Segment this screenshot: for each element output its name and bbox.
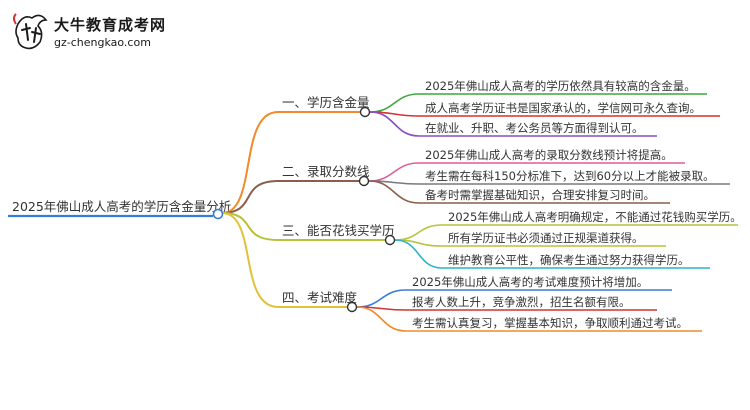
branch-label[interactable]: 三、能否花钱买学历 <box>282 223 395 238</box>
leaf-label[interactable]: 备考时需掌握基础知识，合理安排复习时间。 <box>425 188 655 202</box>
leaf-label[interactable]: 2025年佛山成人高考的考试难度预计将增加。 <box>412 275 648 289</box>
leaf-label[interactable]: 2025年佛山成人高考的学历依然具有较高的含金量。 <box>425 79 696 93</box>
logo-url: gz-chengkao.com <box>54 36 151 49</box>
leaf-connector <box>356 306 702 332</box>
leaf-label[interactable]: 报考人数上升，竞争激烈，招生名额有限。 <box>412 295 631 309</box>
logo-title: 大牛教育成考网 <box>54 16 167 34</box>
site-logo[interactable]: 大牛教育成考网 gz-chengkao.com <box>10 8 260 58</box>
branch-node[interactable] <box>384 234 396 246</box>
branch-connector <box>221 180 359 214</box>
branch-node[interactable] <box>358 175 370 187</box>
branch-label[interactable]: 一、学历含金量 <box>282 95 370 110</box>
leaf-label[interactable]: 维护教育公平性，确保考生通过努力获得学历。 <box>448 253 690 267</box>
branch-node[interactable] <box>359 106 371 118</box>
leaf-label[interactable]: 在就业、升职、考公务员等方面得到认可。 <box>425 121 644 135</box>
bull-logo-icon <box>13 13 48 50</box>
branch-connector <box>221 212 347 308</box>
root-label: 2025年佛山成人高考的学历含金量分析 <box>12 199 231 214</box>
branch-connector <box>221 111 360 214</box>
leaf-connector <box>369 111 657 137</box>
root-node[interactable] <box>212 208 224 220</box>
leaf-connector <box>394 239 710 269</box>
branch-label[interactable]: 四、考试难度 <box>282 290 358 305</box>
leaf-label[interactable]: 所有学历证书必须通过正规渠道获得。 <box>448 231 644 245</box>
branch-node[interactable] <box>346 301 358 313</box>
leaf-label[interactable]: 2025年佛山成人高考的录取分数线预计将提高。 <box>425 148 673 162</box>
branch-connector <box>221 212 385 241</box>
leaf-label[interactable]: 2025年佛山成人高考明确规定，不能通过花钱购买学历。 <box>448 210 742 224</box>
leaf-label[interactable]: 成人高考学历证书是国家承认的，学信网可永久查询。 <box>425 101 701 115</box>
leaf-connector <box>368 180 670 204</box>
leaf-label[interactable]: 考生需认真复习，掌握基本知识，争取顺利通过考试。 <box>412 316 688 330</box>
branch-label[interactable]: 二、录取分数线 <box>282 164 370 179</box>
leaf-label[interactable]: 考生需在每科150分标准下，达到60分以上才能被录取。 <box>425 169 715 183</box>
